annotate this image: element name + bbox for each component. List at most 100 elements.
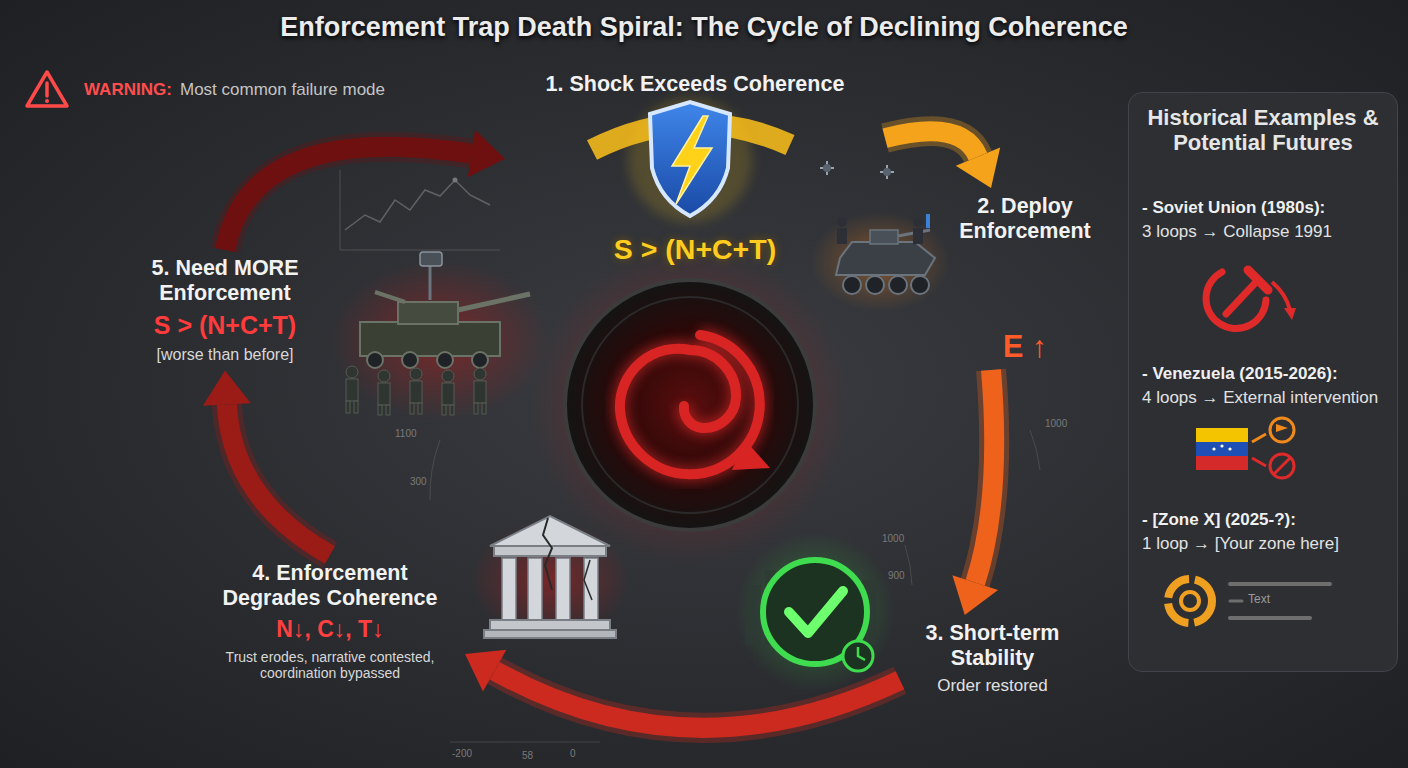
cycle-arrow bbox=[225, 130, 505, 250]
troops-icon-part-part bbox=[442, 383, 454, 405]
placeholder-text: Text bbox=[1248, 593, 1270, 607]
vehicle-icon-part bbox=[820, 161, 894, 179]
gauge-tick: 1100 bbox=[395, 428, 417, 440]
stage-node: 2. Deploy Enforcement E ↑ bbox=[940, 188, 1110, 370]
hammer-sickle-icon-part bbox=[1272, 282, 1290, 310]
venezuela-flag-icon-part bbox=[1196, 456, 1248, 470]
troops-icon-part bbox=[360, 322, 500, 356]
vehicle-icon-part bbox=[836, 242, 935, 275]
troops-icon-part bbox=[402, 352, 418, 368]
troops-icon-part-part bbox=[346, 401, 350, 413]
stage-note: [worse than before] bbox=[126, 346, 324, 364]
vehicle-icon-part-part bbox=[913, 217, 923, 227]
gauge-tick: 1000 bbox=[1045, 418, 1067, 430]
troops-icon-part bbox=[472, 352, 488, 368]
vehicle-icon-part-part bbox=[880, 165, 894, 179]
center-spiral-part bbox=[530, 245, 850, 565]
troops-icon-part bbox=[437, 352, 453, 368]
warning-icon-part bbox=[45, 83, 49, 96]
zone-icon-part bbox=[1230, 616, 1310, 620]
hammer-sickle-icon bbox=[1206, 270, 1296, 329]
stage-node: 5. Need MORE Enforcement S > (N+C+T) [wors… bbox=[120, 250, 330, 371]
example-text: 3 loops → Collapse 1991 bbox=[1142, 222, 1332, 242]
zone-icon bbox=[1168, 579, 1330, 623]
pillar-icon-part bbox=[584, 560, 592, 600]
pillar-icon-part bbox=[490, 620, 610, 630]
formula: E ↑ bbox=[946, 329, 1104, 364]
venezuela-flag-icon-part bbox=[1270, 454, 1294, 478]
troops-icon-part-part bbox=[386, 405, 390, 415]
cycle-arrow bbox=[203, 371, 330, 555]
pillar-icon-part bbox=[584, 558, 598, 620]
venezuela-flag-icon-part bbox=[1196, 442, 1248, 456]
venezuela-flag-icon-part bbox=[1252, 458, 1266, 466]
arrow-body bbox=[495, 671, 900, 728]
stage-node: 1. Shock Exceeds Coherence S > (N+C+T) bbox=[505, 66, 885, 272]
example-heading: - [Zone X] (2025-?): bbox=[1142, 510, 1296, 530]
example-heading: - Venezuela (2015-2026): bbox=[1142, 364, 1338, 384]
venezuela-flag-icon-part bbox=[1196, 428, 1248, 442]
formula: S > (N+C+T) bbox=[511, 233, 879, 266]
stage-note: Order restored bbox=[906, 676, 1079, 696]
pillar-icon bbox=[470, 516, 630, 640]
shield-icon bbox=[592, 98, 790, 222]
stage-note: Trust erodes, narrative contested, coord… bbox=[201, 649, 459, 681]
troops-icon-part bbox=[458, 294, 530, 310]
arrow-glow bbox=[227, 405, 330, 555]
stage-heading: 4. Enforcement Degrades Coherence bbox=[201, 561, 459, 610]
troops-icon-part-part bbox=[378, 370, 390, 382]
troops-icon-part-part bbox=[474, 381, 486, 403]
hammer-sickle-icon-part bbox=[1248, 270, 1268, 290]
vehicle-icon-part-part bbox=[820, 161, 834, 175]
gauge-tick: 300 bbox=[410, 476, 427, 488]
troops-icon bbox=[330, 252, 550, 420]
cycle-arrow bbox=[885, 131, 1000, 188]
stage-heading: 1. Shock Exceeds Coherence bbox=[511, 72, 879, 97]
check-icon-part bbox=[843, 641, 873, 671]
pillar-icon-part bbox=[502, 558, 516, 620]
warning-icon-part bbox=[27, 72, 67, 106]
pillar-icon-part bbox=[543, 518, 552, 590]
gauge-tick: 0 bbox=[570, 748, 576, 760]
gauge-tick: -200 bbox=[452, 748, 472, 760]
arrow-glow bbox=[885, 131, 978, 156]
formula: N↓, C↓, T↓ bbox=[201, 616, 459, 642]
pillar-icon-part bbox=[556, 558, 570, 620]
venezuela-flag-icon-part bbox=[1276, 424, 1288, 436]
troops-icon-part-part bbox=[410, 368, 422, 380]
formula: S > (N+C+T) bbox=[126, 311, 324, 340]
center-spiral-part bbox=[732, 440, 770, 470]
example-heading: - Soviet Union (1980s): bbox=[1142, 198, 1325, 218]
venezuela-flag-icon-part bbox=[1270, 418, 1294, 442]
shield-icon-part bbox=[650, 102, 730, 216]
vehicle-icon-part bbox=[870, 230, 898, 244]
hammer-sickle-icon-part bbox=[1284, 308, 1296, 320]
cycle-arrow bbox=[465, 650, 900, 728]
stage-heading: 5. Need MORE Enforcement bbox=[126, 256, 324, 305]
venezuela-flag-icon bbox=[1196, 418, 1294, 478]
arrow-head bbox=[465, 650, 506, 692]
pillar-icon-part bbox=[490, 516, 610, 546]
stage-heading: 2. Deploy Enforcement bbox=[946, 194, 1104, 243]
center-spiral-part bbox=[565, 280, 815, 530]
troops-icon-part-part bbox=[474, 403, 478, 414]
vehicle-icon-part bbox=[926, 214, 930, 228]
center-spiral-part bbox=[582, 297, 798, 513]
gauge-ticks-part bbox=[450, 742, 600, 743]
troops-icon-part-part bbox=[378, 405, 382, 415]
arrow-glow bbox=[225, 147, 471, 250]
troops-icon-part bbox=[346, 366, 486, 415]
troops-icon-part bbox=[367, 352, 383, 368]
sparkline-part bbox=[340, 250, 500, 251]
arrow-head bbox=[203, 371, 251, 406]
troops-icon-part-part bbox=[442, 405, 446, 415]
arrow-body bbox=[227, 405, 330, 555]
vehicle-icon-part-part bbox=[913, 228, 923, 244]
warning-icon bbox=[27, 72, 67, 106]
pillar-icon-part bbox=[484, 630, 616, 638]
hammer-sickle-icon-part bbox=[1226, 280, 1258, 314]
check-icon-part bbox=[858, 647, 865, 660]
troops-icon-part bbox=[420, 252, 442, 266]
check-icon bbox=[735, 532, 895, 692]
